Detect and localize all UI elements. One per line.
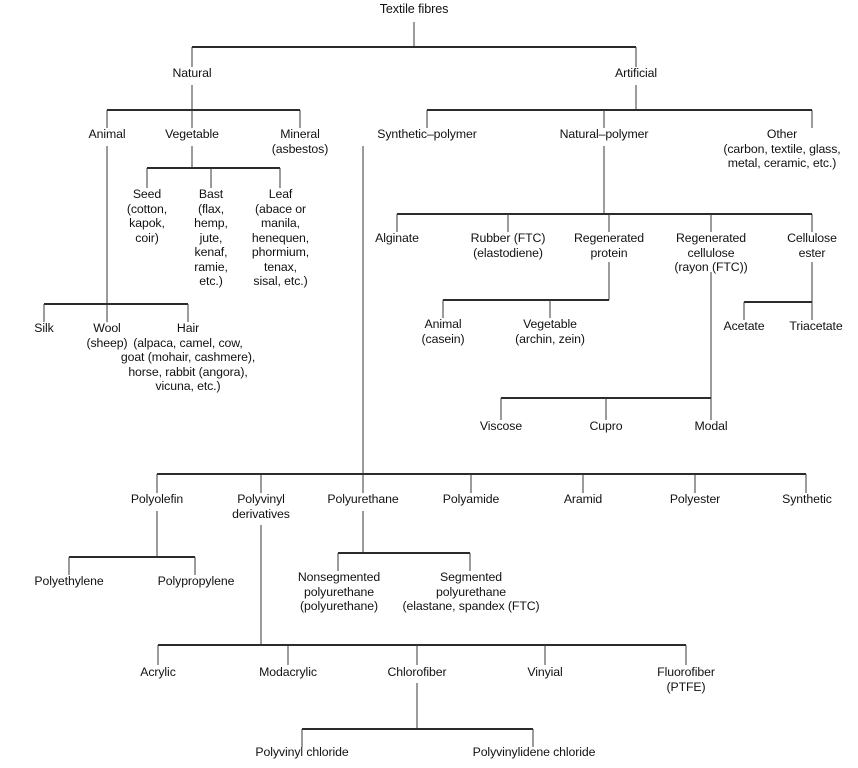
node-rubber[interactable]: Rubber (FTC) (elastodiene): [470, 231, 546, 260]
node-mineral[interactable]: Mineral (asbestos): [271, 127, 329, 156]
node-aramid[interactable]: Aramid: [563, 492, 603, 506]
node-wool[interactable]: Wool (sheep): [86, 321, 128, 350]
node-textile-fibres[interactable]: Textile fibres: [379, 2, 449, 16]
node-polyurethane[interactable]: Polyurethane: [327, 492, 399, 506]
node-regenerated-cellulose[interactable]: Regenerated cellulose (rayon (FTC)): [674, 231, 748, 274]
node-vegetable[interactable]: Vegetable: [165, 127, 219, 141]
node-viscose[interactable]: Viscose: [479, 419, 523, 433]
node-acetate[interactable]: Acetate: [723, 319, 765, 333]
node-protein-vegetable[interactable]: Vegetable (archin, zein): [515, 317, 585, 346]
node-regenerated-protein[interactable]: Regenerated protein: [573, 231, 644, 260]
node-bast[interactable]: Bast (flax, hemp, jute, kenaf, ramie, et…: [194, 187, 228, 288]
node-cupro[interactable]: Cupro: [589, 419, 623, 433]
node-acrylic[interactable]: Acrylic: [140, 665, 176, 679]
node-polyolefin[interactable]: Polyolefin: [130, 492, 184, 506]
node-polyvinyl-derivatives[interactable]: Polyvinyl derivatives: [232, 492, 290, 521]
node-cellulose-ester[interactable]: Cellulose ester: [787, 231, 837, 260]
node-hair[interactable]: Hair (alpaca, camel, cow, goat (mohair, …: [120, 321, 256, 393]
node-protein-animal[interactable]: Animal (casein): [421, 317, 465, 346]
node-vinyial[interactable]: Vinyial: [527, 665, 563, 679]
node-artificial[interactable]: Artificial: [614, 66, 658, 80]
node-fluorofiber[interactable]: Fluorofiber (PTFE): [657, 665, 715, 694]
node-segmented-polyurethane[interactable]: Segmented polyurethane (elastane, spande…: [402, 570, 540, 613]
node-chlorofiber[interactable]: Chlorofiber: [387, 665, 447, 679]
node-alginate[interactable]: Alginate: [375, 231, 419, 245]
node-polyamide[interactable]: Polyamide: [442, 492, 500, 506]
node-other[interactable]: Other (carbon, textile, glass, metal, ce…: [723, 127, 841, 170]
node-silk[interactable]: Silk: [34, 321, 54, 335]
node-polyester[interactable]: Polyester: [669, 492, 721, 506]
node-polypropylene[interactable]: Polypropylene: [157, 574, 235, 588]
node-natural-polymer[interactable]: Natural–polymer: [559, 127, 649, 141]
node-modacrylic[interactable]: Modacrylic: [259, 665, 317, 679]
node-polyvinylidene-chloride[interactable]: Polyvinylidene chloride: [472, 745, 596, 759]
node-natural[interactable]: Natural: [172, 66, 212, 80]
node-animal[interactable]: Animal: [88, 127, 126, 141]
node-synthetic-polymer[interactable]: Synthetic–polymer: [377, 127, 477, 141]
node-polyethylene[interactable]: Polyethylene: [34, 574, 104, 588]
node-synthetic[interactable]: Synthetic: [782, 492, 832, 506]
node-seed[interactable]: Seed (cotton, kapok, coir): [126, 187, 168, 245]
node-polyvinyl-chloride[interactable]: Polyvinyl chloride: [255, 745, 349, 759]
node-nonsegmented-polyurethane[interactable]: Nonsegmented polyurethane (polyurethane): [297, 570, 381, 613]
node-modal[interactable]: Modal: [694, 419, 728, 433]
node-leaf[interactable]: Leaf (abace or manila, henequen, phormiu…: [251, 187, 310, 288]
node-triacetate[interactable]: Triacetate: [789, 319, 843, 333]
